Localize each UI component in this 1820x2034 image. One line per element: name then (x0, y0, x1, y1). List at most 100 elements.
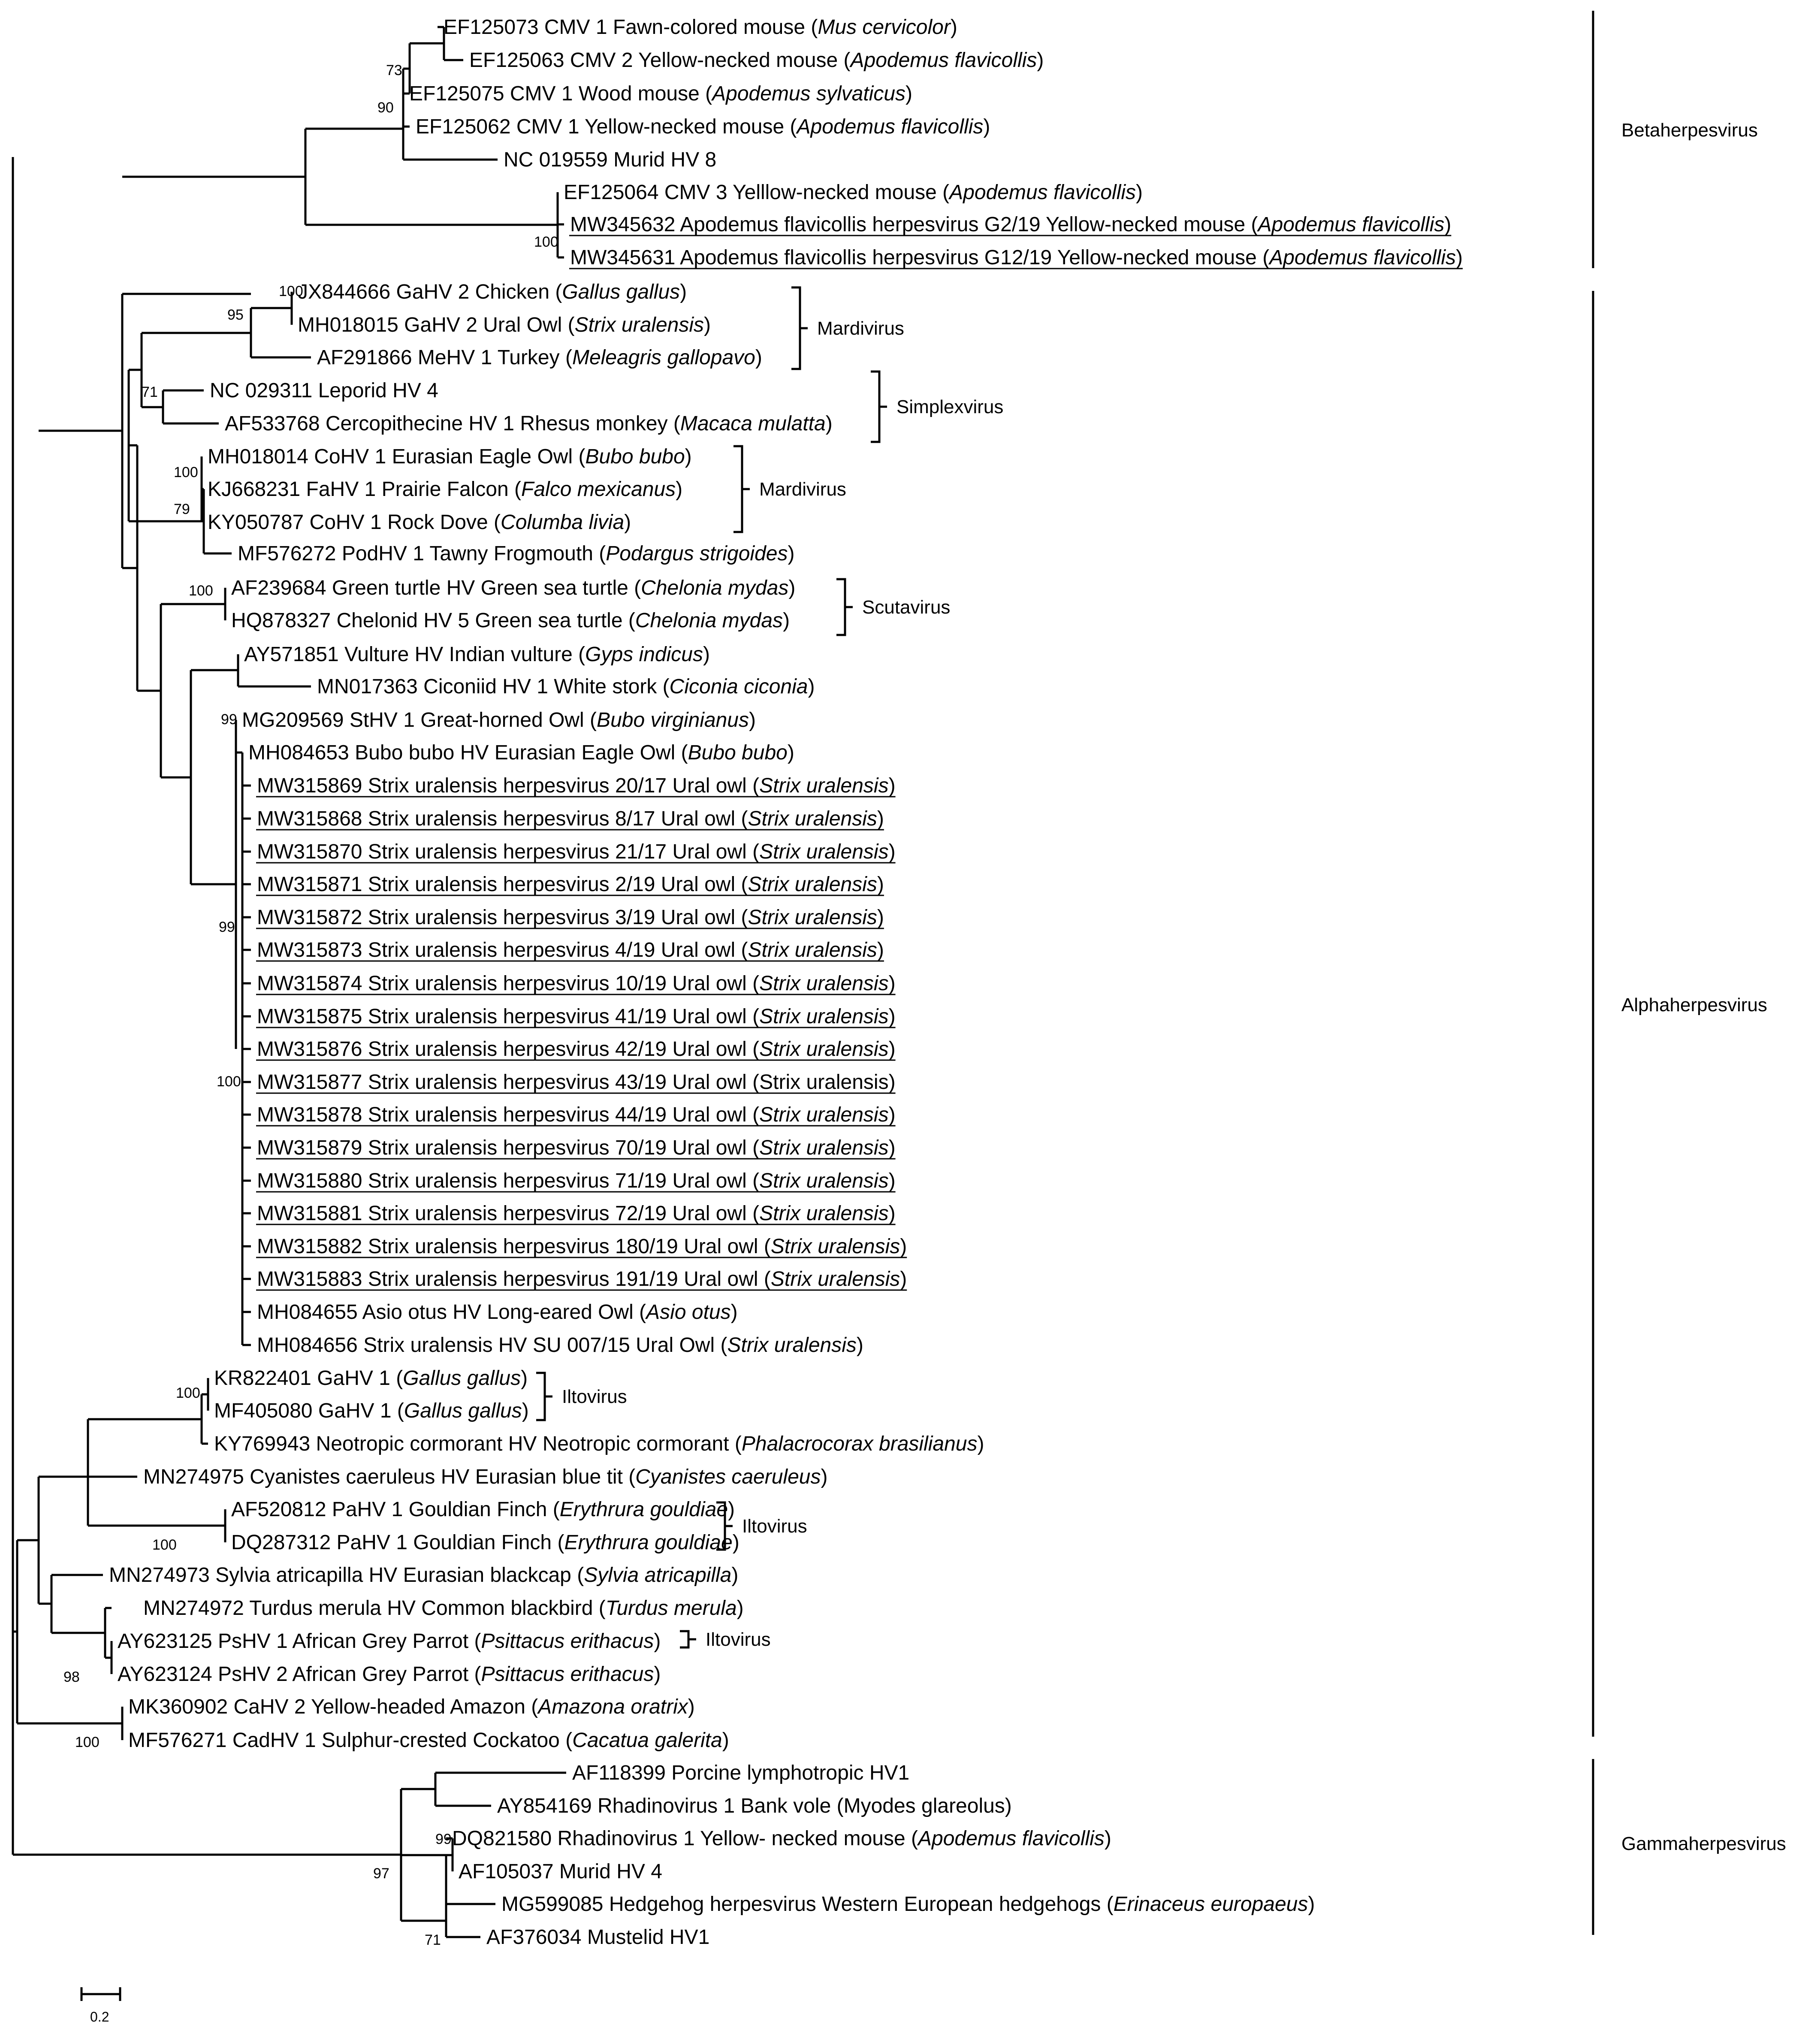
clade-label: Scutavirus (862, 597, 950, 618)
clade-bracket (716, 1501, 733, 1551)
species-name: Erythrura gouldiae (560, 1498, 728, 1521)
leaf-label: AY623124 PsHV 2 African Grey Parrot (Psi… (118, 1663, 661, 1686)
clade-label: Iltovirus (562, 1386, 627, 1407)
species-name: Erinaceus europaeus (1114, 1893, 1308, 1916)
leaf-label: HQ878327 Chelonid HV 5 Green sea turtle … (231, 609, 790, 632)
leaf-label: AF118399 Porcine lymphotropic HV1 (572, 1762, 909, 1784)
species-name: Chelonia mydas (641, 577, 788, 599)
leaf-label: MN274975 Cyanistes caeruleus HV Eurasian… (143, 1466, 827, 1488)
leaf-label: AF239684 Green turtle HV Green sea turtl… (231, 577, 795, 599)
bootstrap-value: 99 (221, 711, 237, 728)
leaf-label: DQ821580 Rhadinovirus 1 Yellow- necked m… (452, 1827, 1111, 1850)
leaf-label: MW315871 Strix uralensis herpesvirus 2/1… (257, 873, 884, 896)
leaf-label: EF125064 CMV 3 Yelllow-necked mouse (Apo… (564, 181, 1143, 204)
leaf-label: MW315877 Strix uralensis herpesvirus 43/… (257, 1071, 896, 1094)
leaf-label: JX844666 GaHV 2 Chicken (Gallus gallus) (298, 281, 687, 303)
species-name: Strix uralensis (748, 906, 877, 929)
bootstrap-value: 90 (377, 100, 394, 116)
clade-bracket (836, 578, 853, 636)
clade-label: Simplexvirus (896, 396, 1003, 417)
species-name: Apodemus flavicollis (1257, 213, 1445, 236)
leaf-label: MW315879 Strix uralensis herpesvirus 70/… (257, 1136, 896, 1159)
leaf-label: MG599085 Hedgehog herpesvirus Western Eu… (501, 1893, 1315, 1916)
species-name: Erythrura gouldiae (564, 1531, 732, 1554)
species-name: Strix uralensis (759, 1170, 888, 1192)
leaf-label: AY623125 PsHV 1 African Grey Parrot (Psi… (118, 1630, 661, 1653)
bootstrap-value: 71 (142, 384, 158, 400)
clade-bracket (871, 370, 887, 443)
scale-bar: 0.2 (80, 1987, 121, 2025)
leaf-label: EF125073 CMV 1 Fawn-colored mouse (Mus c… (444, 16, 957, 39)
bootstrap-value: 100 (189, 583, 213, 599)
clade-label: Iltovirus (706, 1629, 771, 1650)
bootstrap-value: 100 (152, 1537, 177, 1553)
species-name: Mus cervicolor (818, 16, 951, 39)
bootstrap-value: 98 (63, 1669, 80, 1685)
species-name: Cyanistes caeruleus (635, 1466, 821, 1488)
bootstrap-value: 97 (373, 1865, 389, 1882)
leaf-label: MK360902 CaHV 2 Yellow-headed Amazon (Am… (128, 1696, 695, 1718)
leaf-label: AF533768 Cercopithecine HV 1 Rhesus monk… (225, 412, 833, 435)
leaf-label: KR822401 GaHV 1 (Gallus gallus) (214, 1367, 528, 1390)
species-name: Asio otus (645, 1301, 730, 1324)
genus-clade-labels: MardivirusSimplexvirusMardivirusScutavir… (536, 286, 1003, 1650)
species-name: Strix uralensis (759, 1038, 888, 1061)
leaf-label: AF105037 Murid HV 4 (459, 1860, 662, 1883)
leaf-label: MH084653 Bubo bubo HV Eurasian Eagle Owl… (248, 741, 794, 764)
bootstrap-values: 7390100100957110079100999910010010098100… (63, 62, 558, 1948)
bootstrap-value: 71 (425, 1932, 441, 1948)
leaf-label: NC 019559 Murid HV 8 (504, 148, 716, 171)
bootstrap-value: 100 (279, 283, 303, 299)
species-name: Psittacus erithacus (481, 1663, 654, 1686)
species-name: Strix uralensis (575, 314, 704, 336)
species-name: Meleagris gallopavo (572, 346, 755, 369)
leaf-labels: EF125073 CMV 1 Fawn-colored mouse (Mus c… (109, 16, 1463, 1949)
leaf-label: MW315880 Strix uralensis herpesvirus 71/… (257, 1170, 896, 1192)
species-name: Falco mexicanus (521, 478, 676, 501)
leaf-label: MW315881 Strix uralensis herpesvirus 72/… (257, 1202, 896, 1225)
species-name: Bubo bubo (585, 445, 685, 468)
leaf-label: MF576271 CadHV 1 Sulphur-crested Cockato… (128, 1729, 729, 1752)
species-name: Strix uralensis (759, 774, 888, 797)
species-name: Gallus gallus (404, 1399, 522, 1422)
bootstrap-value: 79 (174, 501, 190, 517)
bootstrap-value: 100 (217, 1073, 241, 1090)
leaf-label: MW315868 Strix uralensis herpesvirus 8/1… (257, 807, 884, 830)
leaf-label: NC 029311 Leporid HV 4 (210, 379, 438, 402)
species-name: Apodemus flavicollis (948, 181, 1136, 204)
species-name: Sylvia atricapilla (584, 1564, 731, 1587)
species-name: Macaca mulatta (680, 412, 826, 435)
species-name: Amazona oratrix (537, 1696, 688, 1718)
leaf-label: AY854169 Rhadinovirus 1 Bank vole (Myode… (497, 1795, 1012, 1817)
clade-bracket (680, 1630, 696, 1649)
leaf-label: MW345631 Apodemus flavicollis herpesviru… (570, 246, 1463, 269)
bootstrap-value: 100 (174, 464, 198, 481)
species-name: Chelonia mydas (635, 609, 783, 632)
leaf-label: KJ668231 FaHV 1 Prairie Falcon (Falco me… (208, 478, 682, 501)
leaf-label: MN274972 Turdus merula HV Common blackbi… (143, 1597, 744, 1620)
species-name: Strix uralensis (748, 939, 877, 961)
bootstrap-value: 100 (534, 234, 558, 250)
bootstrap-value: 73 (386, 62, 402, 79)
leaf-label: AF376034 Mustelid HV1 (486, 1926, 709, 1949)
species-name: Strix uralensis (748, 873, 877, 896)
species-name: Psittacus erithacus (481, 1630, 654, 1653)
species-name: Columba livia (501, 511, 624, 534)
leaf-label: MN274973 Sylvia atricapilla HV Eurasian … (109, 1564, 738, 1587)
clade-label: Mardivirus (759, 479, 846, 500)
leaf-label: MW315876 Strix uralensis herpesvirus 42/… (257, 1038, 896, 1061)
clade-bracket (536, 1372, 552, 1421)
leaf-label: MF405080 GaHV 1 (Gallus gallus) (214, 1399, 529, 1422)
species-name: Ciconia ciconia (670, 675, 808, 698)
species-name: Podargus strigoides (606, 542, 788, 565)
leaf-label: EF125075 CMV 1 Wood mouse (Apodemus sylv… (409, 82, 912, 105)
leaf-label: MH018015 GaHV 2 Ural Owl (Strix uralensi… (298, 314, 711, 336)
leaf-label: MG209569 StHV 1 Great-horned Owl (Bubo v… (242, 709, 756, 731)
leaf-label: MW315878 Strix uralensis herpesvirus 44/… (257, 1103, 896, 1126)
leaf-label: MN017363 Ciconiid HV 1 White stork (Cico… (317, 675, 815, 698)
subfamily-label-beta: Betaherpesvirus (1621, 120, 1758, 141)
scale-bar-label: 0.2 (90, 2009, 109, 2025)
leaf-label: EF125062 CMV 1 Yellow-necked mouse (Apod… (416, 115, 990, 138)
leaf-label: MH084656 Strix uralensis HV SU 007/15 Ur… (257, 1334, 863, 1357)
